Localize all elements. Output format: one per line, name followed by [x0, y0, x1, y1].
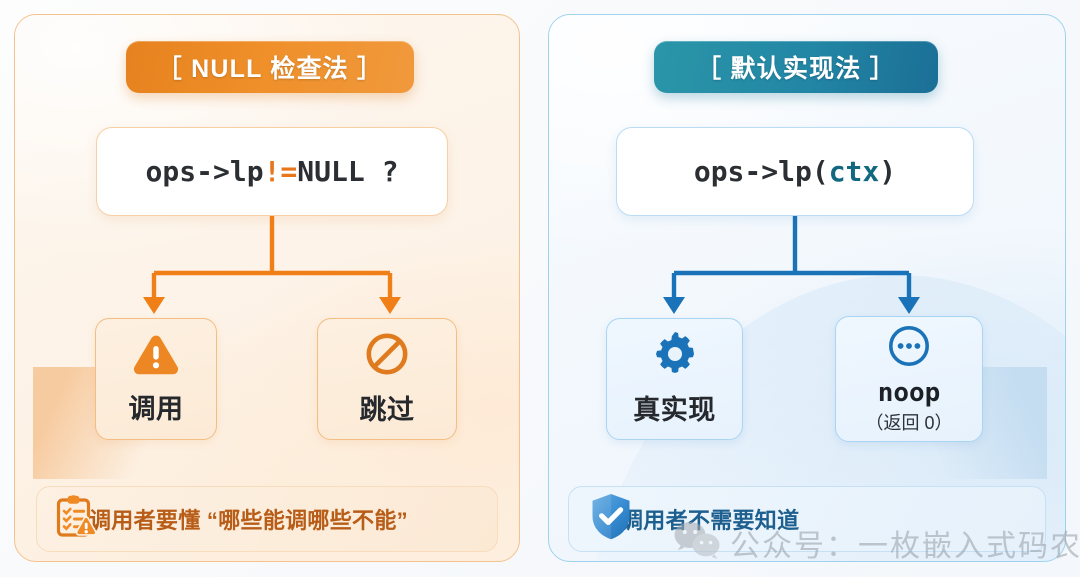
badge-null-check-title: ［ NULL 检查法 ］ — [126, 41, 414, 93]
leaf-card-skip: 跳过 — [317, 318, 457, 440]
badge-default-impl-title: ［ 默认实现法 ］ — [654, 41, 938, 93]
clipboard-warning-icon — [55, 494, 99, 545]
panel-sheen-right — [549, 15, 1065, 561]
leaf-label-real-impl: 真实现 — [633, 394, 716, 425]
code-prefix-left: ops->lp — [145, 155, 264, 188]
panel-sheen-left — [15, 15, 519, 561]
panel-null-check — [14, 14, 520, 562]
leaf-label-skip: 跳过 — [359, 394, 415, 425]
footer-text-null-check: 调用者要懂 “哪些能调哪些不能” — [89, 508, 408, 533]
panel-default-impl — [548, 14, 1066, 562]
code-operator-left: != — [263, 155, 298, 188]
leaf-label-call: 调用 — [128, 393, 184, 424]
leaf-card-real-impl: 真实现 — [606, 318, 743, 440]
shield-check-icon — [587, 492, 635, 547]
code-box-default-impl: ops->lp(ctx) — [616, 127, 974, 216]
leaf-sublabel-noop: （返回 0） — [865, 412, 953, 433]
code-suffix-right: ) — [879, 155, 897, 188]
leaf-card-call: 调用 — [95, 318, 217, 440]
leaf-label-noop: noop — [877, 377, 941, 408]
footer-note-null-check: 调用者要懂 “哪些能调哪些不能” — [36, 486, 498, 552]
code-arg-right: ctx — [828, 155, 880, 188]
prohibition-icon — [365, 332, 409, 381]
footer-text-default-impl: 调用者不需要知道 — [621, 508, 800, 533]
code-suffix-left: NULL ? — [297, 155, 399, 188]
gear-icon — [653, 331, 697, 381]
leaf-card-noop: noop （返回 0） — [835, 316, 983, 442]
ellipsis-circle-icon — [887, 324, 931, 373]
code-prefix-right: ops->lp( — [693, 155, 829, 188]
warning-triangle-icon — [133, 333, 179, 380]
code-box-null-check: ops->lp != NULL ? — [96, 127, 448, 216]
footer-note-default-impl: 调用者不需要知道 — [568, 486, 1046, 552]
